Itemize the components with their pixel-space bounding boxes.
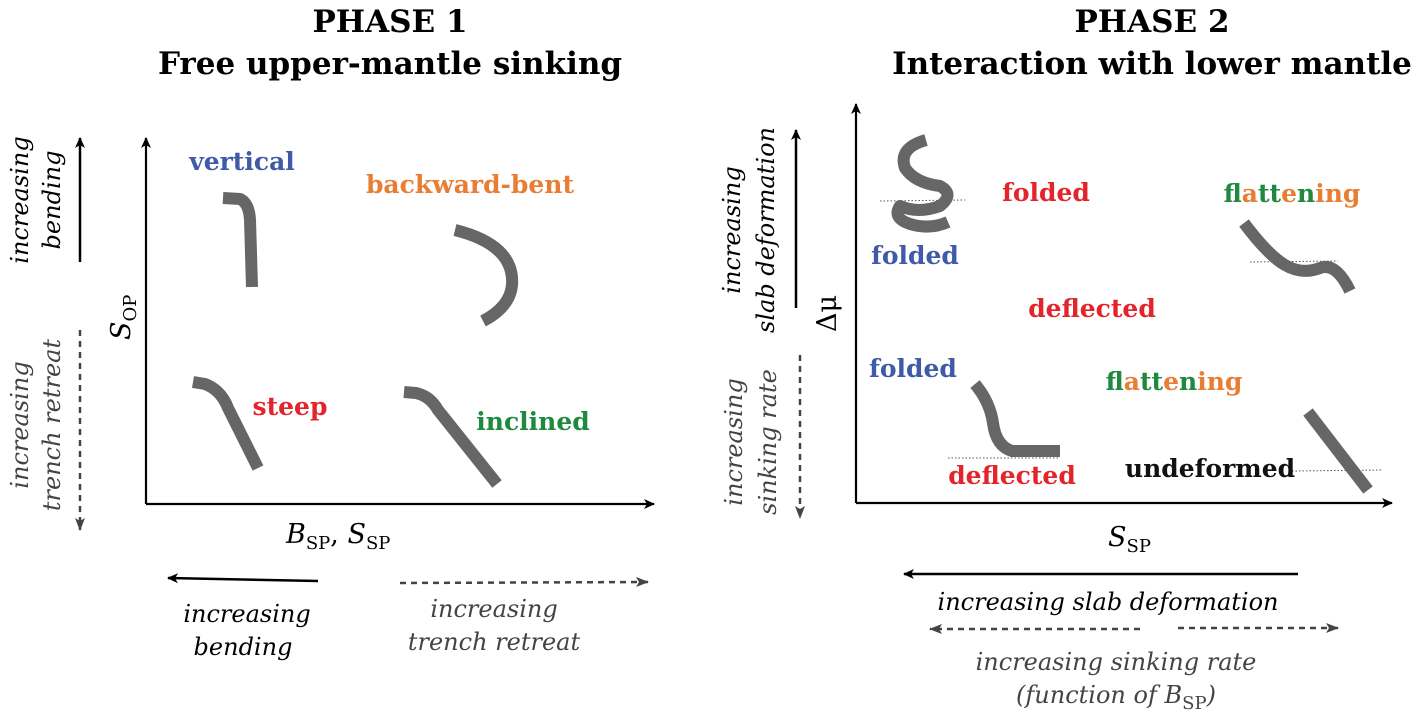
phase2-label-folded-bottom-left: folded	[869, 354, 957, 383]
phase1-inclined-slab	[403, 386, 502, 488]
phase1-left-arrow-label-1: increasing	[183, 600, 310, 628]
phase2-deflected-slab	[970, 380, 1060, 457]
phase1-left-arrow-label-2: bending	[194, 633, 293, 661]
phase2-title-line2: Interaction with lower mantle	[892, 46, 1412, 82]
phase1-label-vertical: vertical	[188, 147, 295, 176]
phase1-backward-bent-slab	[453, 224, 519, 327]
phase1-right-arrow	[399, 577, 649, 588]
phase1-label-steep: steep	[253, 392, 328, 421]
phase1-steep-slab	[192, 376, 264, 471]
phase2-label-folded-top-mid: folded	[1002, 178, 1090, 207]
phase2-dotted-line-4	[1291, 469, 1383, 472]
phase1-title-line1: PHASE 1	[312, 4, 467, 40]
phase1-label-backward-bent: backward-bent	[366, 170, 575, 199]
phase1-panel: PHASE 1 Free upper-mantle sinking SOP BS…	[6, 4, 655, 661]
phase2-folded-slab	[891, 134, 954, 233]
phase1-vertical-slab	[222, 192, 258, 288]
phase2-y-axis-label: Δμ	[812, 295, 843, 332]
phase1-title-line2: Free upper-mantle sinking	[158, 46, 622, 82]
phase1-label-inclined: inclined	[476, 407, 589, 436]
phase1-y-axis-label: SOP	[106, 295, 141, 340]
phase1-right-arrow-label-1: increasing	[430, 595, 557, 623]
phase2-label-flattening-top: flattening	[1224, 179, 1361, 208]
phase2-label-deflected-bottom: deflected	[948, 461, 1076, 490]
phase2-label-undeformed: undeformed	[1125, 454, 1295, 483]
phase2-label-flattening-bottom: flattening	[1106, 367, 1243, 396]
phase2-dashed-arrow-label-1: increasing sinking rate	[976, 648, 1257, 676]
phase2-dotted-line-2	[1249, 260, 1339, 263]
phase2-undeformed-slab	[1303, 408, 1373, 494]
phase2-panel: PHASE 2 Interaction with lower mantle Δμ…	[718, 4, 1412, 712]
phase2-dashed-arrow-label-2: (function of BSP)	[1016, 681, 1216, 712]
phase2-title-line1: PHASE 2	[1074, 4, 1229, 40]
phase2-label-deflected-mid: deflected	[1028, 294, 1156, 323]
phase1-right-arrow-label-2: trench retreat	[408, 628, 581, 656]
phase2-label-folded-top-left: folded	[871, 241, 959, 270]
phase2-solid-arrow-label: increasing slab deformation	[938, 588, 1279, 616]
phase2-flattening-slab	[1239, 219, 1356, 294]
phase2-x-axis-label: SSP	[1108, 522, 1151, 557]
phase1-x-axis-label: BSP, SSP	[285, 519, 390, 554]
phase1-left-arrow	[167, 573, 319, 584]
